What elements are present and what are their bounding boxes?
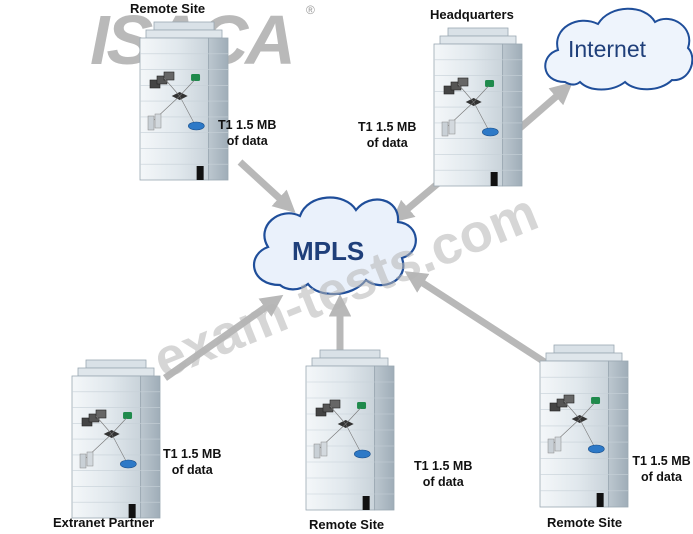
server-icon <box>154 113 162 129</box>
phone-icon <box>485 80 495 87</box>
arrow-remote-right-to-mpls <box>404 271 562 375</box>
building-remote-right <box>539 344 629 508</box>
server-icon <box>313 443 321 459</box>
storage-icon <box>354 449 371 459</box>
mpls-label: MPLS <box>292 236 365 266</box>
link-speed: T1 1.5 MB <box>163 447 222 461</box>
internet-label: Internet <box>568 36 646 62</box>
site-label-remote-top: Remote Site <box>130 1 206 16</box>
arrow-hq-to-internet <box>517 82 573 131</box>
computer-icon <box>563 394 575 404</box>
svg-text:®: ® <box>306 3 315 17</box>
server-icon <box>441 121 449 137</box>
storage-icon <box>188 121 205 131</box>
link-desc: of data <box>171 463 213 477</box>
computer-icon <box>457 77 469 87</box>
link-speed: T1 1.5 MB <box>414 459 473 473</box>
server-icon <box>79 453 87 469</box>
building-remote-bottom <box>305 349 395 511</box>
building-remote-top <box>139 21 229 181</box>
link-label-remote-bottom: T1 1.5 MB of data <box>414 458 472 490</box>
link-desc: of data <box>641 470 682 484</box>
link-label-extranet: T1 1.5 MB of data <box>163 446 221 478</box>
storage-icon <box>482 127 499 137</box>
server-icon <box>547 438 555 454</box>
server-icon <box>554 436 562 452</box>
link-label-remote-right: T1 1.5 MB of data <box>630 453 693 485</box>
storage-icon <box>588 444 605 454</box>
server-icon <box>147 115 155 131</box>
link-desc: of data <box>422 475 464 489</box>
computer-icon <box>95 409 107 419</box>
link-speed: T1 1.5 MB <box>632 454 691 468</box>
link-speed: T1 1.5 MB <box>358 120 417 134</box>
site-label-remote-right: Remote Site <box>547 515 623 530</box>
arrow-remote-top-to-mpls <box>237 159 296 214</box>
phone-icon <box>357 402 367 409</box>
phone-icon <box>123 412 133 419</box>
link-desc: of data <box>226 134 268 148</box>
server-icon <box>448 119 456 135</box>
phone-icon <box>591 397 601 404</box>
link-label-hq: T1 1.5 MB of data <box>358 119 416 151</box>
server-icon <box>320 441 328 457</box>
mpls-cloud <box>252 196 417 296</box>
link-desc: of data <box>366 136 408 150</box>
building-hq <box>433 27 523 187</box>
storage-icon <box>120 459 137 469</box>
link-speed: T1 1.5 MB <box>218 118 277 132</box>
building-extranet <box>71 359 161 519</box>
link-label-remote-top: T1 1.5 MB of data <box>218 117 276 149</box>
site-label-remote-bottom: Remote Site <box>309 517 385 532</box>
internet-cloud <box>544 7 693 91</box>
phone-icon <box>191 74 201 81</box>
server-icon <box>86 451 94 467</box>
computer-icon <box>329 399 341 409</box>
site-label-hq: Headquarters <box>430 7 514 22</box>
arrow-extranet-to-mpls <box>162 294 284 381</box>
site-label-extranet: Extranet Partner <box>53 515 155 530</box>
computer-icon <box>163 71 175 81</box>
